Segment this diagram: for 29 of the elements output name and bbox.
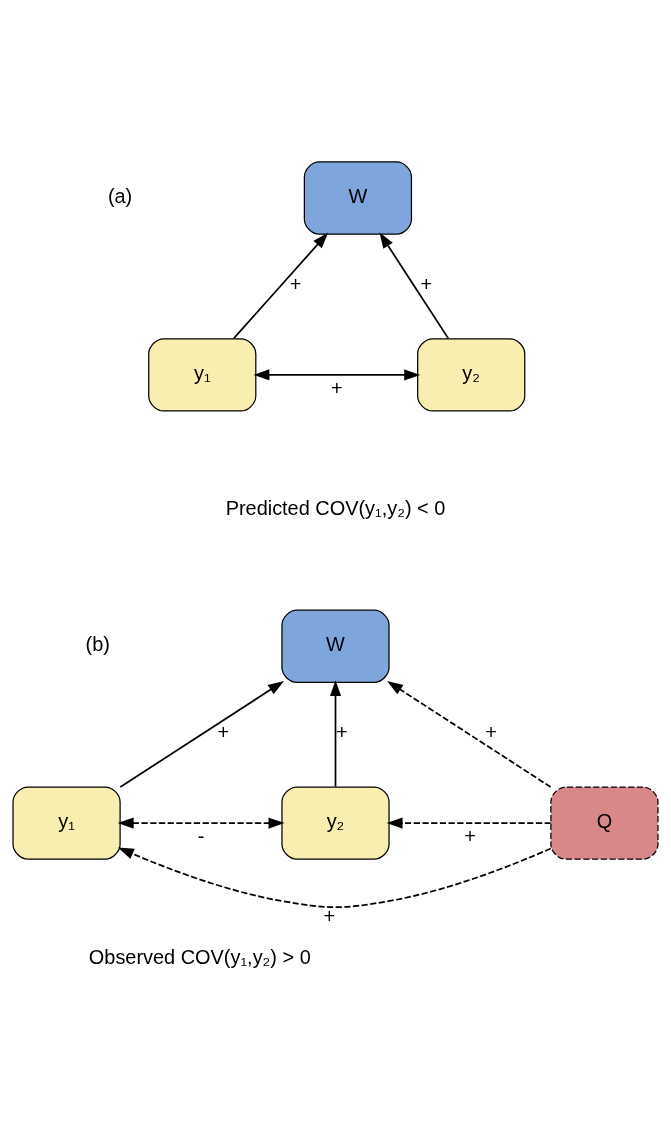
node-box: y₂ xyxy=(281,785,390,860)
edge-label: + xyxy=(289,272,302,295)
node-box: y₂ xyxy=(417,337,526,412)
edge-label: + xyxy=(323,904,336,927)
arrow xyxy=(386,817,552,829)
arrow xyxy=(117,846,552,908)
arrow xyxy=(253,368,421,380)
node-box: y₁ xyxy=(148,337,257,412)
edge-label: + xyxy=(485,720,497,743)
arrow xyxy=(119,680,285,788)
edge-label: - xyxy=(197,824,205,847)
node-box: y₁ xyxy=(12,785,121,860)
label: (a) xyxy=(107,184,133,207)
edge-label: + xyxy=(335,720,348,743)
node-box: Q xyxy=(550,785,659,860)
arrow xyxy=(117,817,285,829)
edge-label: + xyxy=(217,720,230,743)
edge-label: + xyxy=(330,376,343,399)
node-box: W xyxy=(281,609,390,683)
arrow xyxy=(379,231,450,339)
arrow xyxy=(386,680,552,788)
node-box: W xyxy=(303,160,413,235)
label: (b) xyxy=(85,632,110,655)
edge-label: + xyxy=(420,272,433,295)
arrow xyxy=(232,232,329,339)
edge-label: + xyxy=(464,824,476,847)
label: Predicted COV(y₁,y₂) < 0 xyxy=(225,496,446,519)
arrow xyxy=(329,679,342,787)
label: Observed COV(y₁,y₂) > 0 xyxy=(88,945,311,968)
